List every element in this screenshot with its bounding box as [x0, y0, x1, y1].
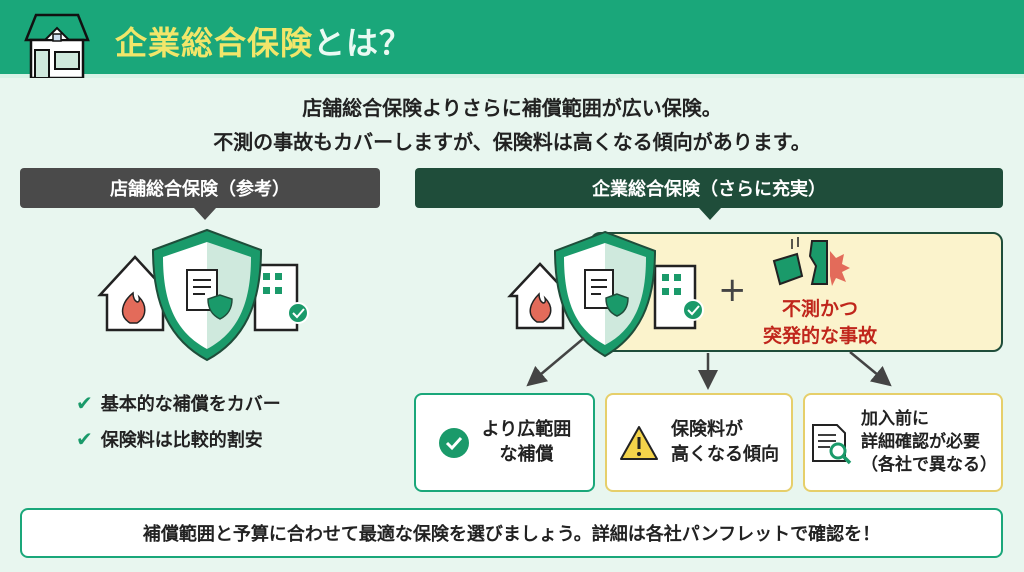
card-wider-coverage: より広範囲な補償 [414, 393, 595, 492]
shield-icon [553, 230, 657, 358]
checkmark-icon: ✔ [76, 391, 93, 415]
broken-object-icon [772, 237, 850, 286]
building-icon [253, 263, 309, 332]
warning-icon [620, 425, 658, 460]
store-insurance-illustration [97, 228, 309, 362]
card-line: 詳細確認が必要 [861, 432, 980, 453]
house-icon [24, 13, 90, 78]
title-highlight: 企業総合保険 [115, 24, 314, 62]
house-fire-icon [507, 262, 573, 330]
corporate-insurance-illustration [507, 230, 704, 358]
document-search-icon [812, 423, 852, 464]
building-icon [653, 264, 704, 330]
card-line: な補償 [499, 443, 554, 465]
intro-line-2: 不測の事故もカバーしますが、保険料は高くなる傾向があります。 [213, 130, 811, 154]
left-label-pointer [194, 208, 216, 220]
accident-line-1: 不測かつ [781, 298, 858, 320]
left-check-1: ✔ 基本的な補償をカバー [76, 390, 281, 416]
header-banner: 企業総合保険とは？ [0, 0, 1024, 78]
right-label-pointer [699, 208, 721, 220]
card-line: より広範囲 [481, 419, 572, 441]
title-rest: とは？ [313, 24, 413, 62]
card-line: 保険料が [671, 419, 743, 441]
left-section-label: 店舗総合保険（参考） [20, 168, 380, 208]
footer-note: 補償範囲と予算に合わせて最適な保険を選びましょう。詳細は各社パンフレットで確認を… [20, 508, 1003, 558]
card-higher-premium: 保険料が高くなる傾向 [605, 393, 793, 492]
accident-line-2: 突発的な事故 [762, 324, 877, 347]
check-text: 保険料は比較的割安 [100, 430, 263, 451]
page-title: 企業総合保険とは？ [115, 18, 412, 64]
check-circle-icon [438, 427, 469, 458]
card-line: （各社で異なる） [861, 454, 997, 475]
card-line: 加入前に [861, 409, 929, 430]
left-check-2: ✔ 保険料は比較的割安 [76, 426, 263, 452]
right-section-label: 企業総合保険（さらに充実） [415, 168, 1003, 208]
card-line: 高くなる傾向 [671, 443, 779, 465]
check-text: 基本的な補償をカバー [100, 394, 281, 415]
checkmark-icon: ✔ [76, 427, 93, 451]
plus-sign: + [718, 270, 747, 310]
intro-line-1: 店舗総合保険よりさらに補償範囲が広い保険。 [302, 96, 722, 120]
accident-label: 不測かつ突発的な事故 [745, 296, 895, 349]
shield-icon [151, 228, 263, 362]
card-confirm-details: 加入前に詳細確認が必要（各社で異なる） [803, 393, 1003, 492]
arrow-to-card-3 [849, 351, 892, 387]
